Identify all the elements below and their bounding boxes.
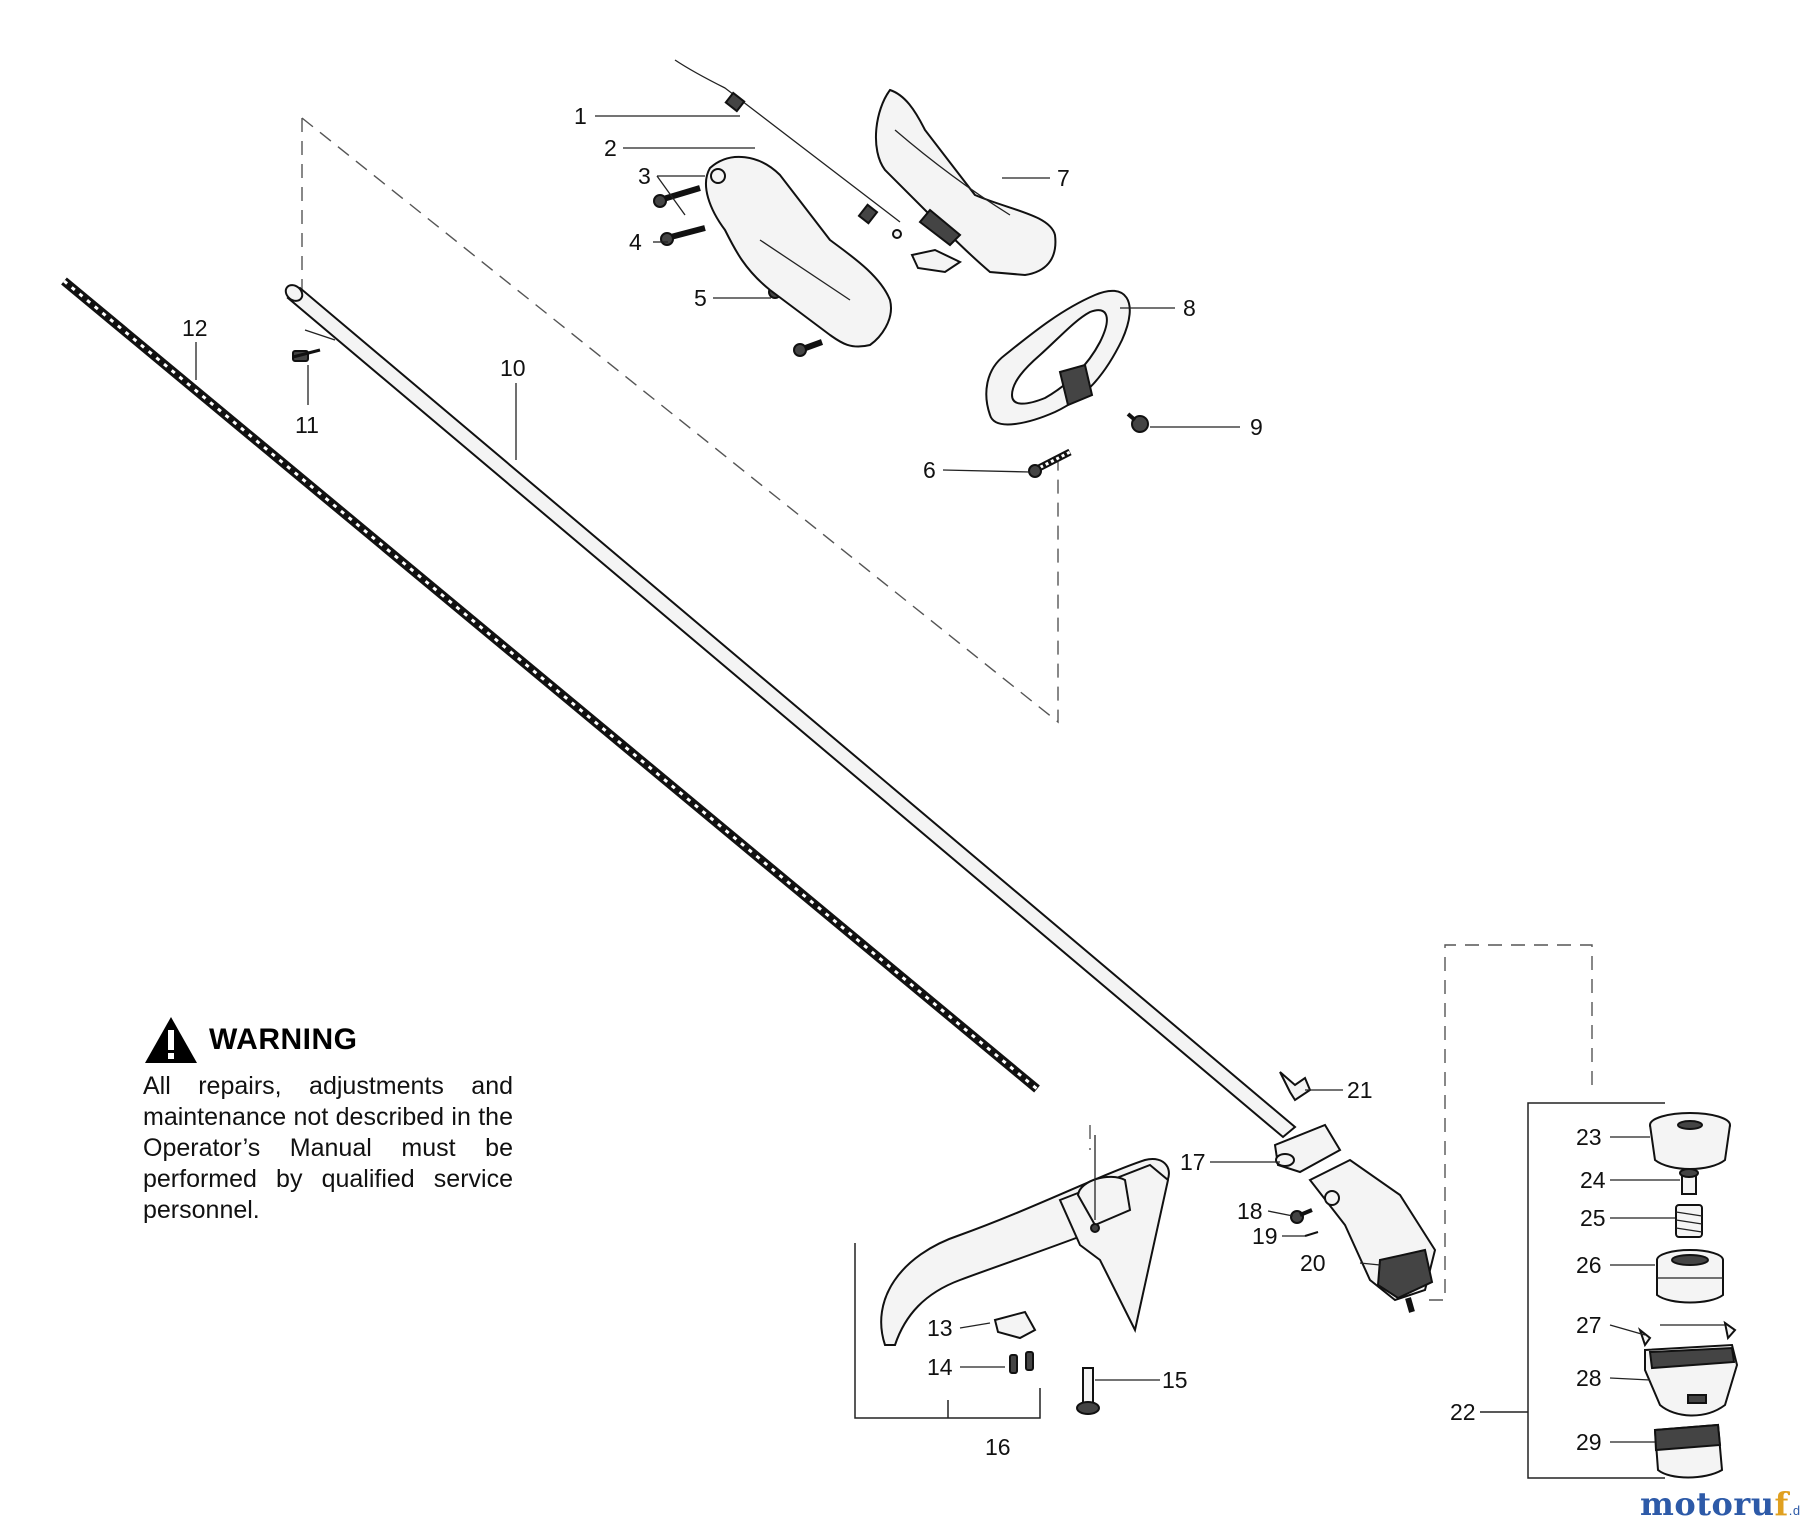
part-9-bolt [1126, 412, 1149, 433]
callout-21: 21 [1347, 1077, 1373, 1103]
callout-12: 12 [182, 315, 208, 341]
callout-8: 8 [1183, 295, 1196, 321]
watermark-tld: .de [1788, 1503, 1800, 1518]
callout-20: 20 [1300, 1250, 1326, 1276]
callout-27: 27 [1576, 1312, 1602, 1338]
callout-5: 5 [694, 285, 707, 311]
callout-9: 9 [1250, 414, 1263, 440]
callout-28: 28 [1576, 1365, 1602, 1391]
callout-15: 15 [1162, 1367, 1188, 1393]
part-12-flex-shaft [61, 277, 1040, 1093]
part-15-bolt [1076, 1367, 1100, 1415]
callout-14: 14 [927, 1354, 953, 1380]
callout-18: 18 [1237, 1198, 1263, 1224]
callout-25: 25 [1580, 1205, 1606, 1231]
part-29-knob [1653, 1423, 1724, 1479]
callout-13: 13 [927, 1315, 953, 1341]
part-8-loop-handle [985, 289, 1131, 426]
callout-10: 10 [500, 355, 526, 381]
callout-17: 17 [1180, 1149, 1206, 1175]
callout-11: 11 [295, 412, 319, 438]
part-25-spring [1675, 1204, 1703, 1238]
callout-7: 7 [1057, 165, 1070, 191]
callout-26: 26 [1576, 1252, 1602, 1278]
callout-1: 1 [574, 103, 587, 129]
part-7-handle-housing [874, 88, 1057, 277]
part-18-19-screws [1290, 1208, 1319, 1237]
part-16-guard [880, 1135, 1170, 1346]
part-20-gear-head [1308, 1158, 1437, 1313]
callout-6: 6 [923, 457, 936, 483]
warning-notice: WARNING All repairs, adjustments and mai… [143, 1015, 513, 1226]
assembly-guide-lines [301, 117, 1593, 1301]
callout-4: 4 [629, 229, 642, 255]
warning-header: WARNING [143, 1015, 513, 1065]
callout-22: 22 [1450, 1399, 1476, 1425]
part-13-guard-clip [993, 1310, 1037, 1340]
watermark-accent: f [1774, 1485, 1789, 1523]
part-1-2-throttle-cable [674, 59, 902, 239]
callout-29: 29 [1576, 1429, 1602, 1455]
callout-3: 3 [638, 163, 651, 189]
warning-triangle-icon [145, 1017, 197, 1063]
callout-24: 24 [1580, 1167, 1606, 1193]
part-14-screws [1009, 1351, 1034, 1374]
group-brackets [854, 1102, 1665, 1479]
callout-16: 16 [985, 1434, 1011, 1460]
watermark-logo: motoruf.de [1640, 1485, 1800, 1523]
part-26-spool [1656, 1249, 1724, 1304]
callout-19: 19 [1252, 1223, 1278, 1249]
part-28-housing [1644, 1343, 1739, 1417]
callout-labels: 1 2 3 4 5 6 7 8 9 10 11 12 13 14 15 16 1… [182, 103, 1606, 1460]
callout-leaders [195, 115, 1725, 1443]
callout-23: 23 [1576, 1124, 1602, 1150]
part-21-wing-nut [1279, 1071, 1312, 1102]
part-6-bolt [1028, 448, 1072, 478]
callout-2: 2 [604, 135, 617, 161]
part-27-clips [1637, 1320, 1737, 1348]
part-23-spool-cap [1649, 1112, 1731, 1170]
part-24-eyelet [1679, 1168, 1699, 1195]
part-10-drive-tube [284, 284, 1297, 1139]
warning-title: WARNING [209, 1023, 358, 1056]
part-handle-half-left [705, 155, 892, 348]
warning-text: All repairs, adjustments and maintenance… [143, 1072, 513, 1224]
part-11-screw [292, 348, 321, 362]
watermark-main: motoru [1640, 1485, 1775, 1523]
